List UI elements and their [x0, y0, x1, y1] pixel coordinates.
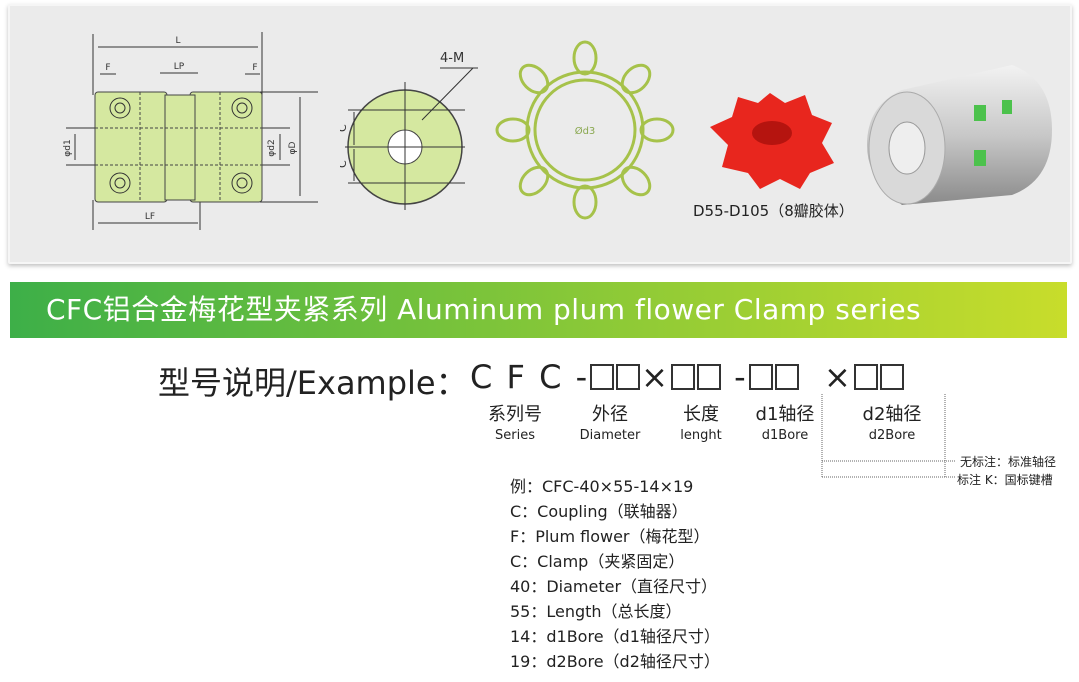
example-line: 例：CFC-40×55-14×19	[510, 477, 694, 496]
placeholder-box	[853, 364, 878, 390]
coupling-side-view-drawing: L F F LP LF φd1 φd2 φD	[63, 32, 318, 230]
model-prefix: C F C	[470, 358, 564, 396]
note-keyway: 标注 K：国标键槽	[957, 473, 1053, 487]
dim-4M: 4-M	[440, 51, 464, 66]
dash: -	[575, 358, 590, 396]
example-line: 40：Diameter（直径尺寸）	[510, 577, 718, 596]
placeholder-box	[616, 364, 641, 390]
placeholder-box	[879, 364, 904, 390]
note-standard-bore: 无标注：标准轴径	[960, 455, 1057, 469]
dim-C-bottom: C	[340, 160, 349, 168]
example-line: C：Coupling（联轴器）	[510, 502, 688, 521]
bore-note-bracket	[821, 394, 955, 478]
times-sign: ×	[641, 358, 670, 396]
example-line: F：Plum flower（梅花型）	[510, 527, 710, 546]
aluminum-coupling-image	[867, 65, 1052, 205]
example-line: C：Clamp（夹紧固定）	[510, 552, 685, 571]
red-spider-image	[710, 93, 834, 189]
dim-d3: Ød3	[575, 125, 596, 137]
placeholder-box	[670, 364, 695, 390]
placeholder-box	[696, 364, 721, 390]
model-code: C F C - × - ×	[470, 358, 905, 396]
dim-LF: LF	[145, 212, 155, 222]
spider-outline-drawing: Ød3	[495, 40, 675, 220]
coupling-front-view-drawing: 4-M C C	[340, 51, 478, 210]
series-banner: CFC铝合金梅花型夹紧系列 Aluminum plum flower Clamp…	[10, 282, 1067, 338]
dim-L: L	[175, 36, 180, 46]
dim-d1: φd1	[63, 139, 73, 156]
dim-C-top: C	[340, 124, 349, 132]
dash: -	[734, 358, 748, 396]
placeholder-box	[590, 364, 615, 390]
dim-D: φD	[288, 142, 298, 155]
placeholder-box	[748, 364, 773, 390]
dim-LP: LP	[174, 62, 185, 72]
example-line: 14：d1Bore（d1轴径尺寸）	[510, 627, 720, 646]
dim-d2: φd2	[267, 139, 277, 156]
placeholder-box	[774, 364, 799, 390]
model-label: 型号说明/Example：	[158, 364, 468, 402]
example-line: 19：d2Bore（d2轴径尺寸）	[510, 652, 720, 671]
dim-F-left: F	[105, 63, 110, 73]
example-list: 例：CFC-40×55-14×19 C：Coupling（联轴器） F：Plum…	[510, 474, 720, 674]
dim-F-right: F	[252, 63, 257, 73]
example-line: 55：Length（总长度）	[510, 602, 682, 621]
spider-caption: D55-D105（8瓣胶体）	[693, 202, 854, 220]
times-sign: ×	[824, 358, 853, 396]
